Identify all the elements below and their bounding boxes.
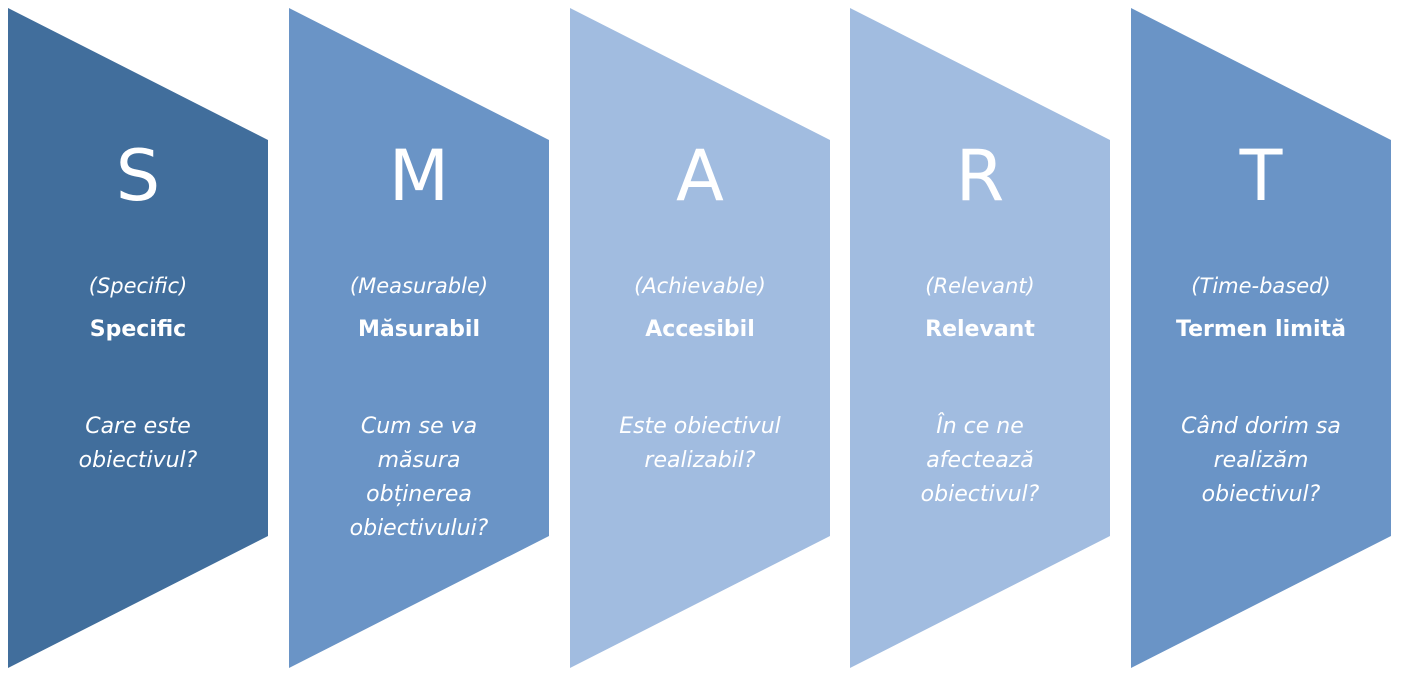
step-letter: A [676,135,724,217]
step-question: Care este obiectivul? [78,414,198,473]
step-romanian-term: Specific [89,317,187,342]
step-english-term: (Specific) [88,274,188,298]
step-english-term: (Time-based) [1191,274,1331,298]
smart-step-r: R (Relevant) Relevant În ce ne afectează… [850,8,1110,668]
step-romanian-term: Măsurabil [357,317,481,342]
step-question: În ce ne afectează obiectivul? [920,414,1040,507]
step-letter: R [955,135,1005,217]
smart-step-m: M (Measurable) Măsurabil Cum se va măsur… [289,8,549,668]
step-english-term: (Measurable) [349,274,489,298]
step-question: Când dorim sa realizăm obiectivul? [1181,414,1341,507]
step-question: Cum se va măsura obținerea obiectivului? [349,414,489,541]
step-romanian-term: Accesibil [645,317,755,342]
step-letter: T [1239,135,1283,217]
step-letter: M [388,135,450,217]
step-letter: S [115,135,161,217]
step-english-term: (Achievable) [634,274,766,298]
smart-step-t: T (Time-based) Termen limită Când dorim … [1131,8,1391,668]
step-english-term: (Relevant) [925,274,1035,298]
smart-step-s: S (Specific) Specific Care este obiectiv… [8,8,268,668]
step-romanian-term: Relevant [925,317,1035,342]
step-romanian-term: Termen limită [1176,317,1346,342]
step-question: Este obiectivul realizabil? [619,414,781,473]
smart-step-a: A (Achievable) Accesibil Este obiectivul… [570,8,830,668]
